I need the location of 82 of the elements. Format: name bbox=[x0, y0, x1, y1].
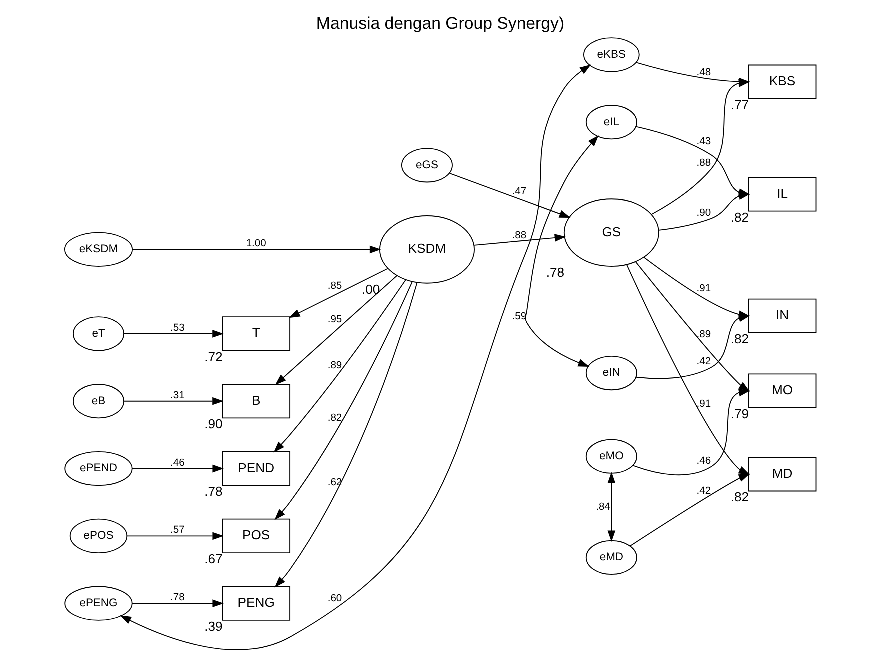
node-ellipse: ePENG bbox=[64, 586, 132, 621]
node-ellipse: KSDM bbox=[378, 216, 474, 284]
arrow bbox=[131, 600, 224, 608]
edge-label: .43 bbox=[696, 136, 711, 148]
edge-label: .53 bbox=[170, 322, 184, 334]
edge-label: .31 bbox=[170, 390, 184, 402]
edge-label: .47 bbox=[512, 186, 526, 198]
node-label: .78 bbox=[546, 265, 564, 280]
diagram-title: Manusia dengan Group Synergy) bbox=[316, 14, 564, 34]
node-label: .90 bbox=[204, 416, 222, 432]
node-label: .82 bbox=[730, 331, 749, 346]
edge-label: .42 bbox=[696, 486, 711, 497]
node-label: .82 bbox=[730, 210, 749, 225]
arrow bbox=[448, 172, 570, 218]
node-ellipse: ePEND bbox=[64, 451, 132, 486]
node-ellipse: eMO bbox=[585, 439, 637, 474]
node-box: PENG bbox=[222, 586, 290, 621]
edge-label: .89 bbox=[327, 360, 342, 372]
edge-label: .82 bbox=[327, 412, 342, 424]
edge-label: .91 bbox=[696, 398, 711, 410]
node-label: .79 bbox=[730, 406, 749, 422]
arrow bbox=[273, 279, 406, 453]
edge-label: .78 bbox=[170, 592, 184, 604]
edge-label: 1.00 bbox=[246, 238, 266, 250]
edge-label: .42 bbox=[696, 356, 711, 368]
edge-label: .89 bbox=[696, 330, 711, 341]
edge-label: .46 bbox=[170, 458, 184, 469]
arrow bbox=[274, 275, 398, 386]
node-label: .67 bbox=[204, 552, 222, 567]
node-ellipse: GS bbox=[563, 198, 659, 267]
arrow bbox=[132, 246, 381, 254]
arrow bbox=[629, 474, 750, 547]
edge-label: .60 bbox=[327, 594, 342, 605]
node-ellipse: eB bbox=[72, 384, 124, 419]
node-label: .82 bbox=[730, 490, 749, 505]
arrow bbox=[635, 62, 750, 86]
node-box: MO bbox=[748, 374, 816, 408]
arrow bbox=[635, 126, 750, 196]
arrow bbox=[636, 314, 750, 380]
arrow bbox=[123, 330, 224, 338]
edge-label: .48 bbox=[696, 67, 711, 78]
node-box: POS bbox=[222, 518, 290, 554]
edge-label: .90 bbox=[696, 208, 711, 219]
node-ellipse: eKBS bbox=[583, 38, 640, 72]
arrow bbox=[274, 282, 412, 520]
node-label: .78 bbox=[204, 484, 222, 500]
edge-label: .46 bbox=[696, 456, 711, 467]
node-ellipse: eIN bbox=[585, 356, 637, 391]
node-box: B bbox=[222, 384, 290, 419]
node-box: PEND bbox=[222, 451, 290, 486]
edge-label: .88 bbox=[696, 158, 711, 170]
node-ellipse: eMD bbox=[585, 540, 637, 576]
arrow bbox=[120, 64, 591, 650]
edge-label: .91 bbox=[696, 284, 711, 295]
arrow bbox=[473, 234, 566, 246]
arrow bbox=[288, 268, 388, 318]
edge-label: .84 bbox=[596, 502, 610, 513]
node-label: .39 bbox=[204, 618, 222, 634]
node-ellipse: eGS bbox=[400, 148, 452, 183]
node-ellipse: eT bbox=[72, 316, 124, 352]
arrow bbox=[126, 532, 224, 540]
node-ellipse: eIL bbox=[585, 105, 637, 140]
arrow bbox=[607, 472, 616, 542]
edge-label: .57 bbox=[170, 525, 184, 536]
node-label: .77 bbox=[730, 97, 749, 112]
node-box: MD bbox=[748, 457, 816, 492]
arrow bbox=[524, 135, 598, 368]
node-ellipse: ePOS bbox=[69, 518, 128, 554]
arrow bbox=[131, 464, 224, 473]
node-box: T bbox=[222, 316, 290, 352]
edge-label: .95 bbox=[327, 314, 342, 326]
node-box: KBS bbox=[748, 64, 816, 100]
node-box: IL bbox=[748, 177, 816, 212]
arrow bbox=[123, 397, 224, 406]
edge-label: .85 bbox=[327, 280, 342, 292]
node-label: .00 bbox=[361, 282, 380, 297]
node-ellipse: eKSDM bbox=[64, 232, 133, 267]
edge-label: .88 bbox=[512, 230, 526, 242]
node-label: .72 bbox=[204, 349, 222, 364]
arrow bbox=[632, 388, 750, 476]
node-box: IN bbox=[748, 298, 816, 334]
arrow bbox=[274, 282, 418, 588]
